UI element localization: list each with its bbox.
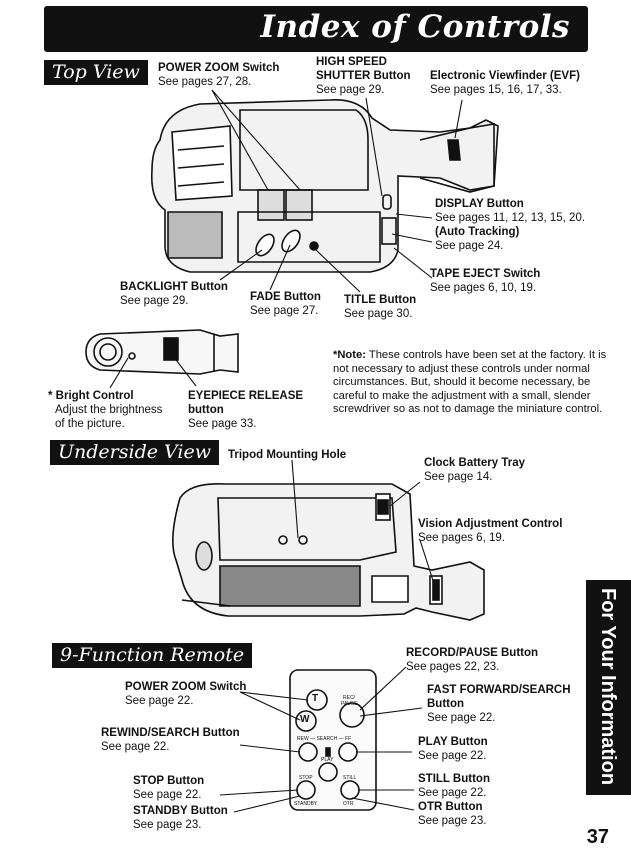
section-remote: 9-Function Remote xyxy=(52,643,253,668)
page-title: Index of Controls xyxy=(260,9,570,45)
camcorder-top-illustration xyxy=(150,99,499,273)
remote-key-t: T xyxy=(312,693,319,704)
note-paragraph: *Note: These controls have been set at t… xyxy=(333,349,607,415)
remote-illustration xyxy=(289,669,377,811)
remote-key-w: W xyxy=(300,714,310,725)
remote-key-still: STILL xyxy=(343,775,357,781)
remote-key-standby: STANDBY xyxy=(294,801,318,807)
remote-key-stop: STOP xyxy=(299,775,313,781)
remote-key-search-row: REW — SEARCH — FF xyxy=(297,736,352,742)
header-bar: Index of Controls xyxy=(44,6,588,52)
section-underside-view: Underside View xyxy=(50,440,219,465)
eyepiece-illustration xyxy=(85,329,239,375)
camcorder-underside-illustration xyxy=(172,482,485,621)
label-tripod: Tripod Mounting Hole xyxy=(228,449,347,461)
page-number: 37 xyxy=(586,826,609,848)
label-evf: Electronic Viewfinder (EVF)See pages 15,… xyxy=(430,70,580,96)
remote-key-rec: REC/ xyxy=(343,695,355,701)
remote-key-play: PLAY xyxy=(321,757,334,763)
side-tab: For Your Information xyxy=(586,580,631,795)
remote-key-otr: OTR xyxy=(343,801,354,807)
side-tab-label: For Your Information xyxy=(597,588,619,786)
section-top-view: Top View xyxy=(44,60,148,85)
leader-lines xyxy=(109,89,463,813)
remote-key-pause: PAUSE xyxy=(341,701,358,707)
